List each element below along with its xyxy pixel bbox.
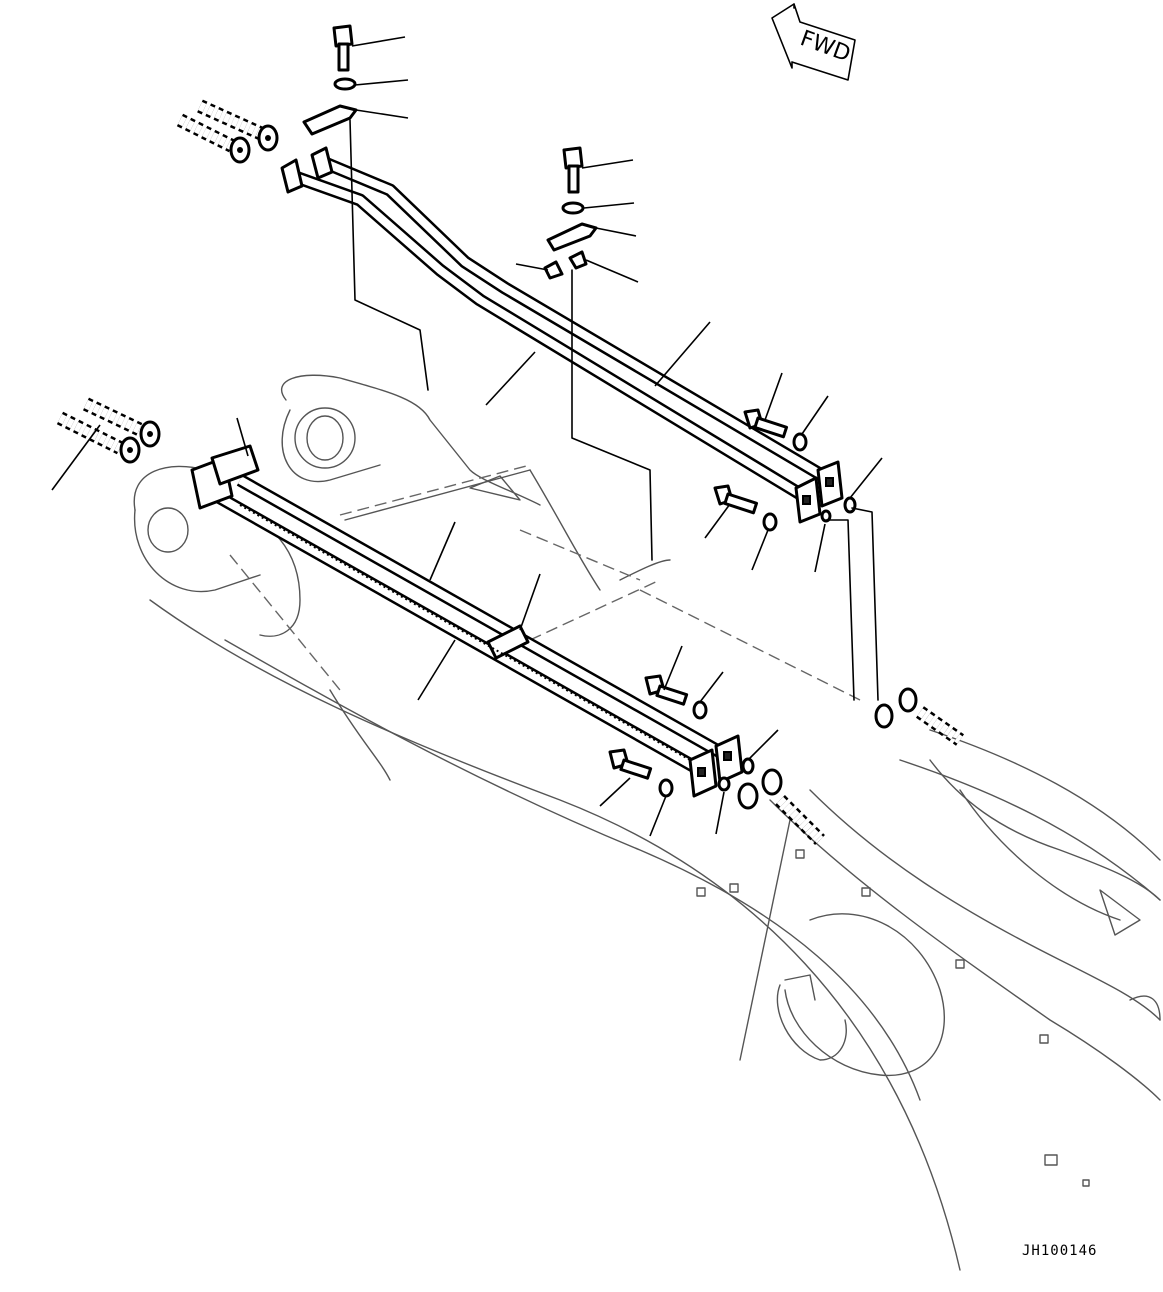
drawing-code: JH100146	[1022, 1243, 1098, 1259]
right-connection-flanges	[737, 687, 965, 845]
dashed-centerlines	[229, 464, 861, 701]
upper-clamp-parts	[302, 24, 598, 280]
fwd-arrow-icon: FWD	[771, 3, 856, 81]
lower-right-fasteners	[608, 674, 755, 798]
boom-outline	[133, 374, 1161, 1271]
upper-flanges	[229, 124, 279, 164]
upper-tube-assembly	[280, 146, 844, 524]
upper-hoses	[176, 99, 265, 153]
lower-tube-assembly	[190, 444, 744, 798]
upper-right-fasteners	[713, 408, 857, 532]
lower-flanges	[119, 420, 161, 464]
fwd-label: FWD	[797, 26, 854, 67]
lower-hoses	[56, 397, 149, 455]
reference-lines	[349, 119, 879, 701]
callout-leaders	[51, 36, 883, 837]
